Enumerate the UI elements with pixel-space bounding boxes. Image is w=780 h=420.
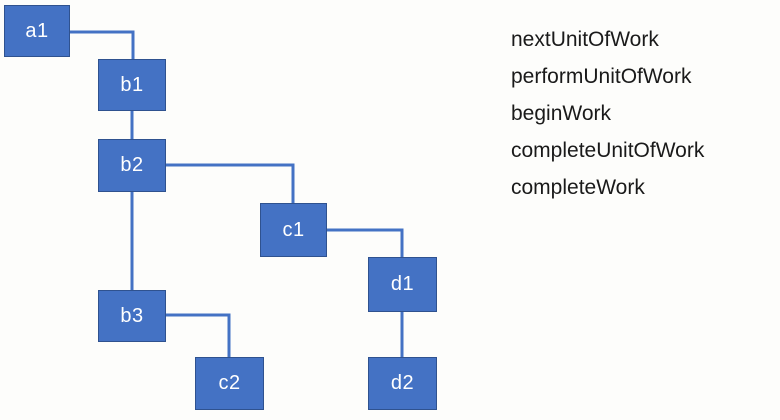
function-list-item: performUnitOfWork — [511, 65, 692, 88]
connector-b3-c2 — [166, 313, 231, 358]
node-label: c2 — [218, 372, 241, 394]
node-label: b1 — [120, 73, 144, 96]
node-label: b3 — [120, 304, 144, 327]
connector-c1-d1 — [327, 228, 404, 258]
tree-node-c1: c1 — [260, 203, 327, 257]
function-list-item: nextUnitOfWork — [511, 28, 659, 51]
tree-node-a1: a1 — [4, 5, 70, 57]
function-list-item: completeUnitOfWork — [511, 139, 705, 162]
tree-node-b1: b1 — [98, 59, 166, 111]
function-list: nextUnitOfWork performUnitOfWork beginWork… — [511, 21, 704, 206]
function-list-item: beginWork — [511, 102, 611, 125]
connector-b2-c1 — [166, 163, 295, 204]
connector-a1-b1 — [70, 30, 135, 60]
function-list-item: completeWork — [511, 176, 645, 199]
tree-node-b2: b2 — [98, 139, 166, 192]
tree-node-d1: d1 — [368, 257, 437, 312]
tree-node-d2: d2 — [368, 357, 437, 410]
tree-node-c2: c2 — [195, 357, 264, 410]
node-label: d1 — [390, 273, 415, 295]
tree-node-b3: b3 — [98, 290, 166, 342]
node-label: d2 — [390, 372, 415, 394]
node-label: b2 — [120, 154, 144, 176]
node-label: a1 — [25, 19, 49, 42]
node-label: c1 — [282, 218, 305, 241]
